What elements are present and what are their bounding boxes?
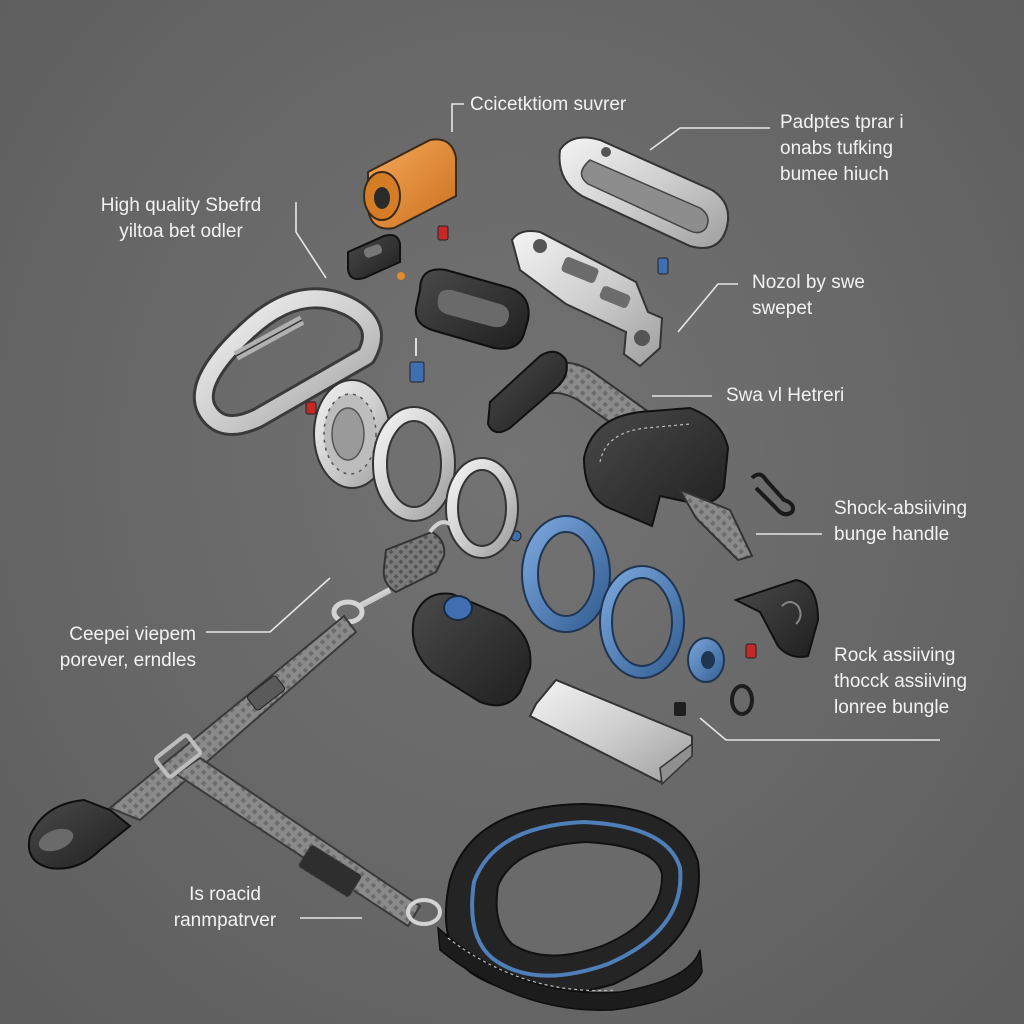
blue-spring-top: [657, 257, 669, 275]
rubber-thumb-grip: [411, 592, 532, 707]
metal-washer-ring: [372, 406, 456, 522]
label-top-right-line-1: Padptes tprar i: [780, 112, 904, 133]
label-top-center-line-1: Ccicetktiom suvrer: [470, 94, 627, 115]
red-screw-top: [437, 225, 449, 241]
label-top-left-line-2: yiltoa bet odler: [119, 221, 243, 242]
orange-cylinder-part: [363, 138, 457, 230]
bungee-handle-assembly: [486, 350, 754, 562]
webbing-slider-1: [246, 675, 286, 711]
label-mid-left-line-2: porever, erndles: [59, 650, 196, 671]
carabiner: [192, 287, 383, 436]
label-low-right-line-2: thocck assiiving: [834, 671, 968, 692]
label-top-left-line-1: High quality Sbefrd: [100, 195, 262, 216]
label-low-right-line-3: lonree bungle: [834, 697, 950, 718]
label-bottom-left-line-2: ranmpatrver: [173, 910, 277, 931]
label-mid-right-1-line-1: Nozol by swe: [752, 272, 865, 293]
label-top-right-line-2: onabs tufking: [780, 138, 894, 159]
small-wire-clip: [750, 472, 795, 517]
metal-handle-plate: [558, 136, 730, 249]
blue-damper-ring-2: [599, 565, 685, 679]
red-screw-right: [745, 643, 757, 659]
red-screw-left: [305, 401, 317, 415]
swivel-snap-hook: [331, 520, 452, 625]
label-top-left: High quality Sbefrd yiltoa bet odler: [76, 193, 286, 245]
label-mid-left: Ceepei viepem porever, erndles: [20, 622, 196, 674]
metal-mounting-bracket: [510, 230, 664, 368]
label-mid-right-1-line-2: swepet: [752, 298, 813, 319]
label-top-center: Ccicetktiom suvrer: [470, 92, 626, 118]
blue-gear-nut: [687, 637, 725, 683]
rubber-end-cap: [733, 578, 820, 658]
rubber-ring-grip: [414, 268, 530, 350]
label-low-right-line-1: Rock assiiving: [834, 645, 956, 666]
orange-pin: [397, 272, 405, 280]
metal-bearing-disc: [313, 379, 391, 489]
label-bottom-left-line-1: Is roacid: [189, 884, 261, 905]
hand-loop: [28, 798, 132, 870]
black-nut: [674, 702, 686, 716]
blue-spring-mid: [409, 338, 425, 383]
metal-swivel-ring: [445, 457, 519, 559]
label-mid-right-2-line-1: Swa vl Hetreri: [726, 385, 845, 406]
label-low-right: Rock assiiving thocck assiiving lonree b…: [834, 643, 967, 721]
leash-webbing: [108, 614, 442, 928]
label-mid-right-3-line-1: Shock-absiiving: [834, 498, 968, 519]
fasteners: [305, 225, 757, 716]
label-mid-right-1: Nozol by swe swepet: [752, 270, 865, 322]
padded-collar: [437, 802, 703, 1011]
label-mid-left-line-1: Ceepei viepem: [69, 624, 196, 645]
webbing-ring: [406, 898, 442, 926]
small-black-ring: [730, 684, 754, 716]
label-top-right-line-3: bumee hiuch: [780, 164, 889, 185]
label-top-right: Padptes tprar i onabs tufking bumee hiuc…: [780, 110, 904, 188]
small-rubber-bracket: [347, 234, 401, 280]
webbing-buckle: [154, 733, 202, 779]
webbing-patch: [298, 844, 362, 898]
leader-lines: [206, 103, 940, 919]
label-mid-right-2: Swa vl Hetreri: [726, 383, 844, 409]
label-bottom-left: Is roacid ranmpatrver: [150, 882, 300, 934]
label-mid-right-3: Shock-absiiving bunge handle: [834, 496, 967, 548]
label-mid-right-3-line-2: bunge handle: [834, 524, 950, 545]
blue-damper-ring-1: [521, 515, 611, 633]
metal-slide-plate: [528, 678, 693, 786]
